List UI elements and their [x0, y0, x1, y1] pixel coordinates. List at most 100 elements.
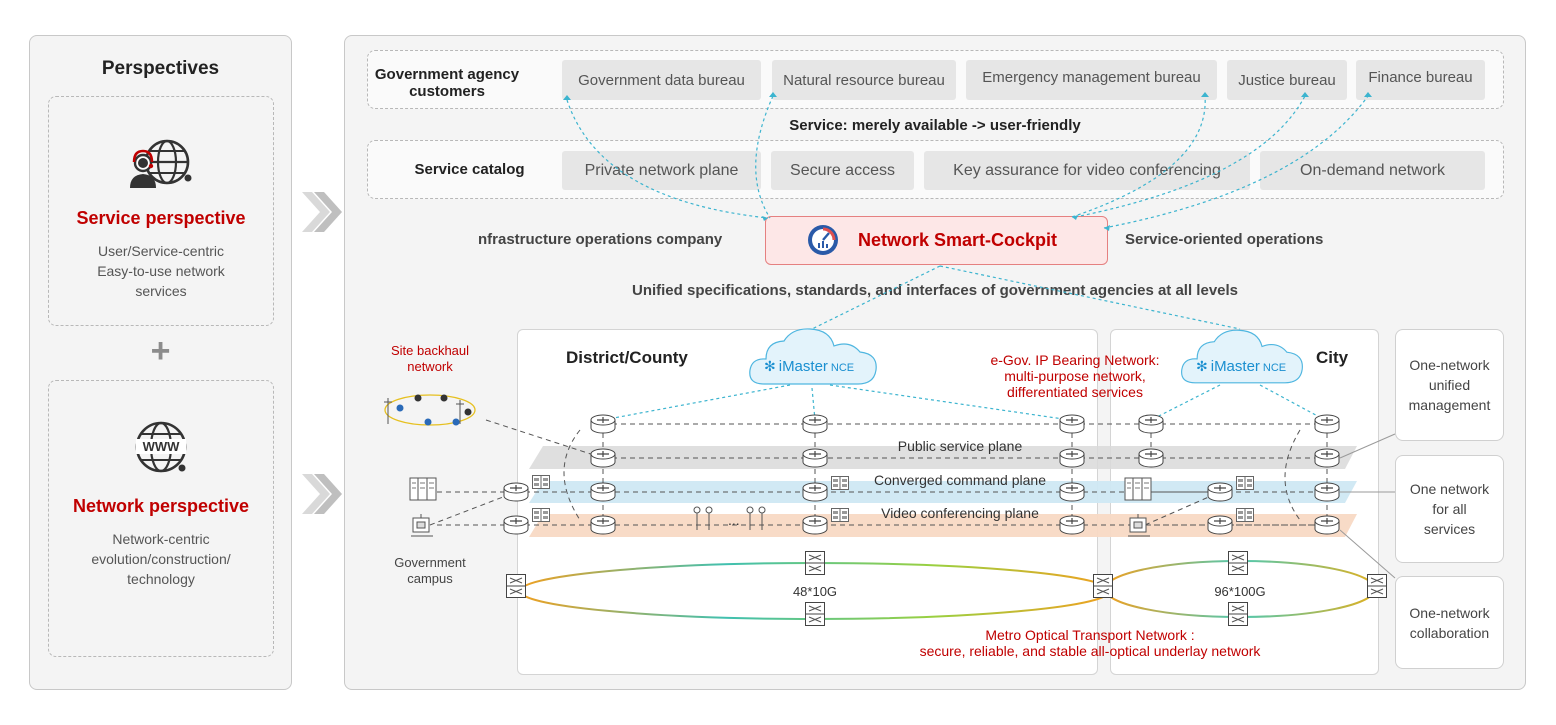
- side-mgmt-line2: unified: [1428, 377, 1471, 393]
- switch-icon: [831, 476, 849, 490]
- server-rack-icon: [409, 477, 437, 501]
- router-icon[interactable]: [1059, 413, 1085, 435]
- router-icon[interactable]: [503, 514, 529, 536]
- side-mgmt-line3: management: [1408, 397, 1491, 413]
- government-campus-line2: campus: [407, 571, 453, 586]
- switch-icon: [532, 475, 550, 489]
- otn-device-icon[interactable]: [506, 574, 526, 598]
- egov-line1: e-Gov. IP Bearing Network:: [990, 352, 1160, 368]
- side-services-line2: for all: [1432, 501, 1467, 517]
- customer-service-globe-icon: [130, 139, 192, 188]
- otn-device-icon[interactable]: [805, 551, 825, 575]
- router-icon[interactable]: [802, 447, 828, 469]
- router-icon[interactable]: [590, 514, 616, 536]
- router-icon[interactable]: [802, 413, 828, 435]
- district-county-title: District/County: [566, 348, 688, 367]
- router-icon[interactable]: [590, 447, 616, 469]
- router-icon[interactable]: [1138, 447, 1164, 469]
- side-collab-line2: collaboration: [1409, 624, 1490, 641]
- network-perspective-card: [48, 380, 274, 657]
- router-icon[interactable]: [1059, 481, 1085, 503]
- service-perspective-title: Service perspective: [76, 208, 246, 228]
- imaster-suffix: NCE: [1262, 362, 1287, 374]
- one-network-collaboration: One-network collaboration: [1395, 576, 1504, 669]
- router-icon[interactable]: [1314, 514, 1340, 536]
- www-globe-icon: WWW: [135, 421, 187, 473]
- customers-label-line2: customers: [409, 83, 485, 100]
- router-icon[interactable]: [1207, 514, 1233, 536]
- network-perspective-line2: evolution/construction/: [91, 551, 231, 567]
- router-icon[interactable]: [590, 481, 616, 503]
- router-icon[interactable]: [503, 481, 529, 503]
- router-icon[interactable]: [1138, 413, 1164, 435]
- network-perspective-line3: technology: [127, 571, 195, 587]
- device-ellipsis: ...: [728, 512, 740, 528]
- site-backhaul-line1: Site backhaul: [390, 343, 470, 358]
- egov-line3: differentiated services: [1007, 384, 1143, 400]
- cloud-icon: [1181, 329, 1303, 384]
- egov-line2: multi-purpose network,: [1004, 368, 1146, 384]
- network-perspective-title: Network perspective: [72, 496, 250, 516]
- catalog-secure-access[interactable]: Secure access: [771, 151, 914, 190]
- customer-government-data-bureau[interactable]: Government data bureau: [562, 60, 761, 100]
- otn-device-icon[interactable]: [1228, 551, 1248, 575]
- svg-text:WWW: WWW: [143, 439, 181, 454]
- video-conferencing-plane-label: Video conferencing plane: [881, 505, 1039, 521]
- router-icon[interactable]: [802, 481, 828, 503]
- cloud-icon: [749, 328, 877, 385]
- network-perspective-line1: Network-centric: [112, 531, 210, 547]
- converged-command-plane-label: Converged command plane: [874, 472, 1046, 488]
- chevron-right-icon: [302, 474, 342, 514]
- customer-finance-bureau[interactable]: Finance bureau: [1356, 60, 1485, 100]
- switch-icon: [1236, 476, 1254, 490]
- site-backhaul-line2: network: [407, 359, 453, 374]
- switch-icon: [831, 508, 849, 522]
- ring-district-capacity: 48*10G: [792, 584, 838, 599]
- customer-natural-resource-bureau[interactable]: Natural resource bureau: [772, 60, 956, 100]
- imaster-dots-icon: ✻: [1196, 358, 1208, 374]
- router-icon[interactable]: [1314, 413, 1340, 435]
- imaster-dots-icon: ✻: [764, 358, 776, 374]
- customer-justice-bureau[interactable]: Justice bureau: [1227, 60, 1347, 100]
- imaster-nce-district[interactable]: ✻ iMaster NCE: [764, 358, 874, 375]
- router-icon[interactable]: [1207, 481, 1233, 503]
- service-perspective-line1: User/Service-centric: [97, 243, 225, 259]
- catalog-on-demand-network[interactable]: On-demand network: [1260, 151, 1485, 190]
- customers-label-line1: Government agency: [374, 66, 520, 83]
- otn-line1: Metro Optical Transport Network :: [985, 627, 1195, 643]
- ring-city-capacity: 96*100G: [1214, 584, 1266, 599]
- plus-sign: +: [150, 332, 171, 370]
- chevron-right-icon: [302, 192, 342, 232]
- router-icon[interactable]: [1059, 514, 1085, 536]
- service-catalog-label: Service catalog: [414, 161, 525, 178]
- cockpit-gauge-icon: [808, 225, 838, 255]
- switch-icon: [532, 508, 550, 522]
- router-icon[interactable]: [1059, 447, 1085, 469]
- router-icon[interactable]: [802, 514, 828, 536]
- service-perspective-line3: services: [135, 283, 187, 299]
- otn-device-icon[interactable]: [1228, 602, 1248, 626]
- side-services-line1: One network: [1409, 481, 1490, 497]
- unified-specifications-label: Unified specifications, standards, and i…: [631, 282, 1239, 299]
- imaster-brand: iMaster: [778, 358, 828, 375]
- catalog-key-assurance-video[interactable]: Key assurance for video conferencing: [924, 151, 1250, 190]
- service-perspective-card: [48, 96, 274, 326]
- otn-device-icon[interactable]: [805, 602, 825, 626]
- imaster-brand: iMaster: [1210, 358, 1260, 375]
- perspectives-title: Perspectives: [101, 58, 220, 79]
- router-icon[interactable]: [1314, 447, 1340, 469]
- catalog-private-network-plane[interactable]: Private network plane: [562, 151, 761, 190]
- service-perspective-line2: Easy-to-use network: [97, 263, 225, 279]
- city-title: City: [1316, 348, 1349, 367]
- otn-device-icon[interactable]: [1367, 574, 1387, 598]
- imaster-nce-city[interactable]: ✻ iMaster NCE: [1196, 358, 1306, 375]
- otn-device-icon[interactable]: [1093, 574, 1113, 598]
- cockpit-title: Network Smart-Cockpit: [858, 230, 1058, 250]
- microphone-icons: [693, 506, 766, 530]
- switch-icon: [1236, 508, 1254, 522]
- router-icon[interactable]: [1314, 481, 1340, 503]
- customer-emergency-management-bureau[interactable]: Emergency management bureau: [966, 60, 1217, 100]
- side-collab-line1: One-network: [1409, 604, 1490, 621]
- router-icon[interactable]: [590, 413, 616, 435]
